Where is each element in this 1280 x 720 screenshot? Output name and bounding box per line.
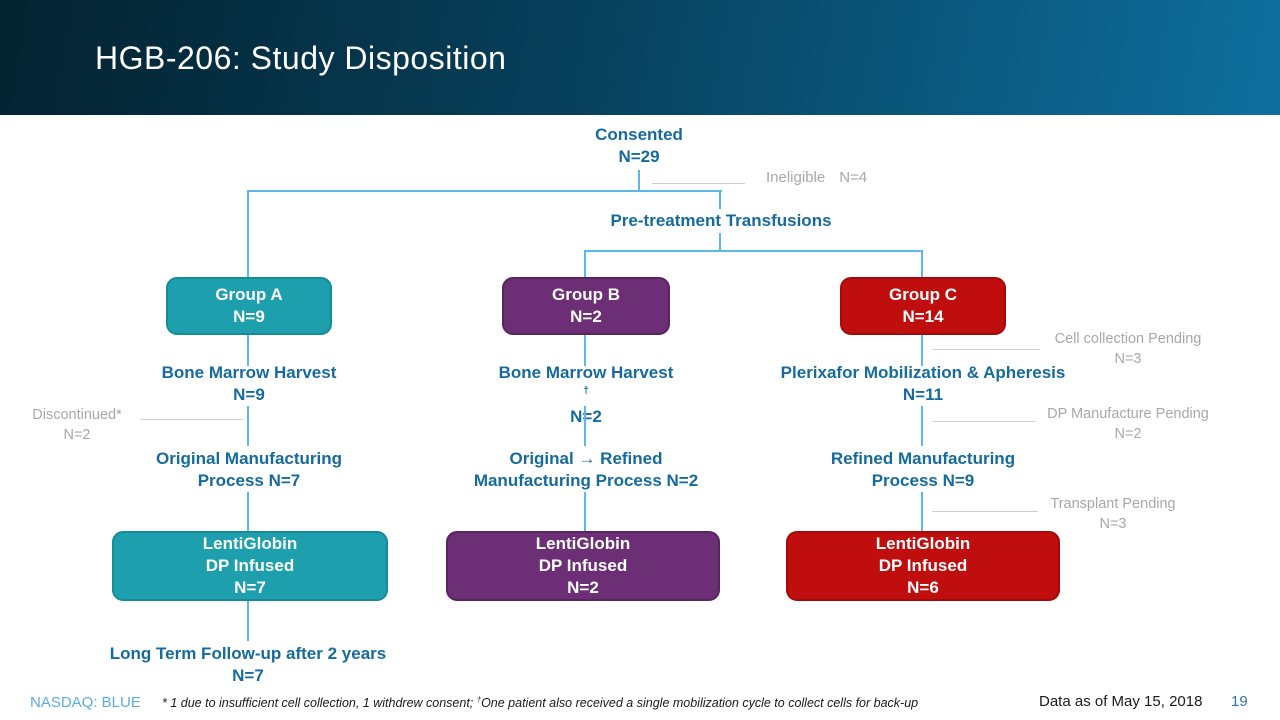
infused-c-line2: DP Infused (878, 556, 968, 575)
infused-a-line2: DP Infused (205, 556, 295, 575)
infused-c-box: LentiGlobin DP Infused N=6 (786, 531, 1060, 601)
cell-collection-note: Cell collection Pending N=3 (1038, 329, 1218, 369)
slide-title: HGB-206: Study Disposition (95, 40, 507, 76)
group-a-n: N=9 (233, 307, 265, 326)
group-b-n: N=2 (570, 307, 602, 326)
cell-collection-n: N=3 (1114, 351, 1142, 367)
data-as-of: Data as of May 15, 2018 (1039, 693, 1203, 710)
connector-dp-manufacture (932, 421, 1036, 422)
step1-c-n: N=11 (902, 385, 944, 404)
connector-c1 (921, 335, 923, 366)
group-c-n: N=14 (902, 307, 944, 326)
pretreatment-label: Pre-treatment Transfusions (610, 211, 832, 230)
step1-b-label: Bone Marrow Harvest (498, 363, 674, 382)
page-number: 19 (1231, 693, 1248, 710)
footnote-dagger: † (476, 694, 482, 704)
infused-a-n: N=7 (234, 578, 266, 597)
ineligible-note: Ineligible N=4 (766, 168, 867, 188)
transplant-note: Transplant Pending N=3 (1040, 494, 1186, 534)
connector-to-pretreatment (719, 190, 721, 209)
connector-to-group-b (584, 250, 586, 277)
step1-col-a: Bone Marrow Harvest N=9 (99, 362, 399, 406)
consented-label: Consented (595, 125, 683, 144)
dp-manufacture-note: DP Manufacture Pending N=2 (1036, 404, 1220, 444)
cell-collection-label: Cell collection Pending (1054, 331, 1202, 347)
connector-a3 (247, 492, 249, 531)
step1-a-n: N=9 (233, 385, 265, 404)
connector-c2 (921, 406, 923, 446)
step1-b-dagger: † (583, 384, 589, 397)
footnote-part2: One patient also received a single mobil… (481, 696, 919, 710)
group-a-box: Group A N=9 (166, 277, 332, 335)
step2-b-line1: Original → Refined (509, 449, 663, 468)
connector-bc-horizontal (584, 250, 923, 252)
group-b-box: Group B N=2 (502, 277, 670, 335)
group-b-label: Group B (552, 285, 620, 304)
connector-a2 (247, 406, 249, 446)
infused-c-n: N=6 (907, 578, 939, 597)
step2-c-line1: Refined Manufacturing (830, 449, 1016, 468)
group-c-box: Group C N=14 (840, 277, 1006, 335)
step1-col-b: Bone Marrow Harvest † N=2 (436, 362, 736, 428)
step2-col-a: Original Manufacturing Process N=7 (99, 448, 399, 492)
connector-a4 (247, 601, 249, 641)
infused-c-line1: LentiGlobin (875, 534, 971, 553)
connector-b1 (584, 335, 586, 366)
followup-label: Long Term Follow-up after 2 years (109, 644, 387, 663)
infused-b-line1: LentiGlobin (535, 534, 631, 553)
infused-b-n: N=2 (567, 578, 599, 597)
connector-ineligible (652, 183, 745, 184)
consented-n: N=29 (618, 147, 660, 166)
step2-c-line2: Process N=9 (871, 471, 975, 490)
step1-col-c: Plerixafor Mobilization & Apheresis N=11 (748, 362, 1098, 406)
footnote: * 1 due to insufficient cell collection,… (162, 694, 919, 710)
pretreatment-node: Pre-treatment Transfusions (546, 210, 896, 232)
connector-pretreatment-down (719, 233, 721, 252)
step2-col-c: Refined Manufacturing Process N=9 (748, 448, 1098, 492)
step1-c-label: Plerixafor Mobilization & Apheresis (780, 363, 1066, 382)
connector-cell-collection (932, 349, 1040, 350)
step2-a-line2: Process N=7 (197, 471, 301, 490)
connector-discontinued (140, 419, 244, 420)
footnote-part1: * 1 due to insufficient cell collection,… (162, 696, 477, 710)
followup-node: Long Term Follow-up after 2 years N=7 (73, 643, 423, 687)
dp-manufacture-n: N=2 (1114, 426, 1142, 442)
transplant-label: Transplant Pending (1050, 496, 1176, 512)
step1-b-n: N=2 (436, 406, 736, 428)
step2-b-line2: Manufacturing Process N=2 (473, 471, 699, 490)
connector-a1 (247, 335, 249, 366)
consented-node: Consented N=29 (539, 124, 739, 168)
connector-b3 (584, 492, 586, 531)
discontinued-n: N=2 (63, 427, 91, 443)
step2-a-line1: Original Manufacturing (155, 449, 343, 468)
infused-a-line1: LentiGlobin (202, 534, 298, 553)
discontinued-label: Discontinued* (32, 407, 122, 423)
infused-a-box: LentiGlobin DP Infused N=7 (112, 531, 388, 601)
step1-a-label: Bone Marrow Harvest (161, 363, 337, 382)
connector-c3 (921, 492, 923, 531)
dp-manufacture-label: DP Manufacture Pending (1047, 406, 1209, 422)
connector-consented-down (638, 170, 640, 192)
nasdaq-ticker: NASDAQ: BLUE (30, 694, 141, 711)
transplant-n: N=3 (1099, 516, 1127, 532)
infused-b-box: LentiGlobin DP Infused N=2 (446, 531, 720, 601)
connector-to-group-c (921, 250, 923, 277)
discontinued-note: Discontinued* N=2 (18, 405, 136, 445)
ineligible-n: N=4 (839, 169, 868, 186)
group-a-label: Group A (215, 285, 283, 304)
ineligible-label: Ineligible (766, 169, 826, 186)
connector-branch-horizontal (248, 190, 722, 192)
infused-b-line2: DP Infused (538, 556, 628, 575)
followup-n: N=7 (232, 666, 264, 685)
step2-col-b: Original → Refined Manufacturing Process… (436, 448, 736, 492)
group-c-label: Group C (889, 285, 957, 304)
connector-b2 (584, 406, 586, 446)
connector-to-group-a (247, 190, 249, 277)
connector-transplant (932, 511, 1038, 512)
header-band: HGB-206: Study Disposition (0, 0, 1280, 115)
